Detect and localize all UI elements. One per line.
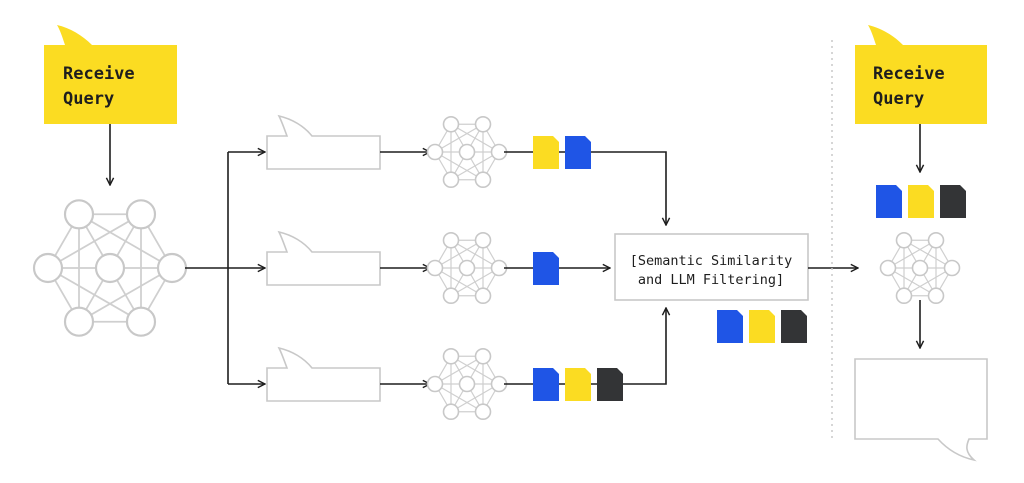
network-edge xyxy=(434,355,484,385)
network-edge xyxy=(450,355,500,385)
document-icon-yellow xyxy=(749,310,775,343)
retrieved-docs-branch-3 xyxy=(533,368,623,401)
network-node xyxy=(426,143,444,161)
filter-box: [Semantic Similarity and LLM Filtering] xyxy=(614,233,809,301)
network-node xyxy=(125,199,157,230)
query-label-line2: Query xyxy=(63,89,114,109)
filter-label-line1: [Semantic Similarity xyxy=(630,253,793,269)
network-edge xyxy=(887,267,937,297)
network-node xyxy=(879,259,897,277)
network-edge xyxy=(434,123,484,153)
query-label-line2: Query xyxy=(873,89,924,109)
network-node xyxy=(32,252,64,284)
network-node xyxy=(927,231,945,249)
network-node xyxy=(63,306,95,337)
network-node xyxy=(426,375,444,393)
query-label-line1: Receive xyxy=(873,64,945,84)
neural-network-icon-large xyxy=(32,199,188,337)
network-node xyxy=(474,231,492,249)
network-node xyxy=(927,287,945,305)
query-label-line1: Receive xyxy=(63,64,135,84)
network-node xyxy=(426,259,444,277)
rewritten-query-box-2 xyxy=(266,230,381,286)
network-node xyxy=(63,199,95,230)
network-node xyxy=(911,259,929,277)
network-edge xyxy=(450,267,500,297)
network-node xyxy=(442,115,460,133)
network-edge xyxy=(78,213,173,269)
network-node xyxy=(458,259,476,277)
network-node xyxy=(474,115,492,133)
document-icon-dark xyxy=(781,310,807,343)
network-edge xyxy=(450,123,500,153)
document-icon-yellow xyxy=(533,136,559,169)
document-icon-dark xyxy=(940,185,966,218)
rewritten-query-box-1 xyxy=(266,114,381,170)
neural-network-icon-branch-2 xyxy=(426,231,508,305)
neural-network-icon-branch-3 xyxy=(426,347,508,421)
network-node xyxy=(458,143,476,161)
document-icon-blue xyxy=(533,252,559,285)
filtered-docs xyxy=(717,310,807,343)
network-node xyxy=(895,231,913,249)
network-node xyxy=(474,403,492,421)
network-node xyxy=(895,287,913,305)
network-node xyxy=(442,287,460,305)
network-node xyxy=(125,306,157,337)
network-node xyxy=(156,252,188,284)
network-edge xyxy=(434,151,484,181)
network-edge xyxy=(450,383,500,413)
query-bubble-left: Receive Query xyxy=(44,25,177,124)
network-node xyxy=(474,171,492,189)
document-icon-blue xyxy=(533,368,559,401)
answer-bubble xyxy=(854,358,988,462)
retrieved-docs-branch-1 xyxy=(533,136,591,169)
context-docs-right xyxy=(876,185,966,218)
document-icon-dark xyxy=(597,368,623,401)
neural-network-icon-right xyxy=(879,231,961,305)
network-node xyxy=(943,259,961,277)
network-edge xyxy=(47,267,142,323)
neural-network-icon-branch-1 xyxy=(426,115,508,189)
network-edge xyxy=(903,239,953,269)
network-edge xyxy=(450,151,500,181)
document-icon-blue xyxy=(717,310,743,343)
network-edge xyxy=(903,267,953,297)
network-edge xyxy=(887,239,937,269)
document-icon-blue xyxy=(876,185,902,218)
network-node xyxy=(474,287,492,305)
network-node xyxy=(442,347,460,365)
network-edge xyxy=(434,267,484,297)
document-icon-blue xyxy=(565,136,591,169)
filter-label-line2: and LLM Filtering] xyxy=(638,272,784,288)
network-edge xyxy=(434,383,484,413)
document-icon-yellow xyxy=(565,368,591,401)
network-node xyxy=(442,403,460,421)
network-node xyxy=(458,375,476,393)
network-node xyxy=(94,252,126,284)
network-node xyxy=(442,171,460,189)
retrieved-docs-branch-2 xyxy=(533,252,559,285)
network-edge xyxy=(450,239,500,269)
network-edge xyxy=(47,213,142,269)
speech-bubble-shape xyxy=(44,25,177,124)
speech-bubble-shape xyxy=(855,25,987,124)
rewritten-query-box-3 xyxy=(266,346,381,402)
network-node xyxy=(442,231,460,249)
query-bubble-right: Receive Query xyxy=(855,25,987,124)
document-icon-yellow xyxy=(908,185,934,218)
network-edge xyxy=(434,239,484,269)
network-node xyxy=(474,347,492,365)
network-edge xyxy=(78,267,173,323)
